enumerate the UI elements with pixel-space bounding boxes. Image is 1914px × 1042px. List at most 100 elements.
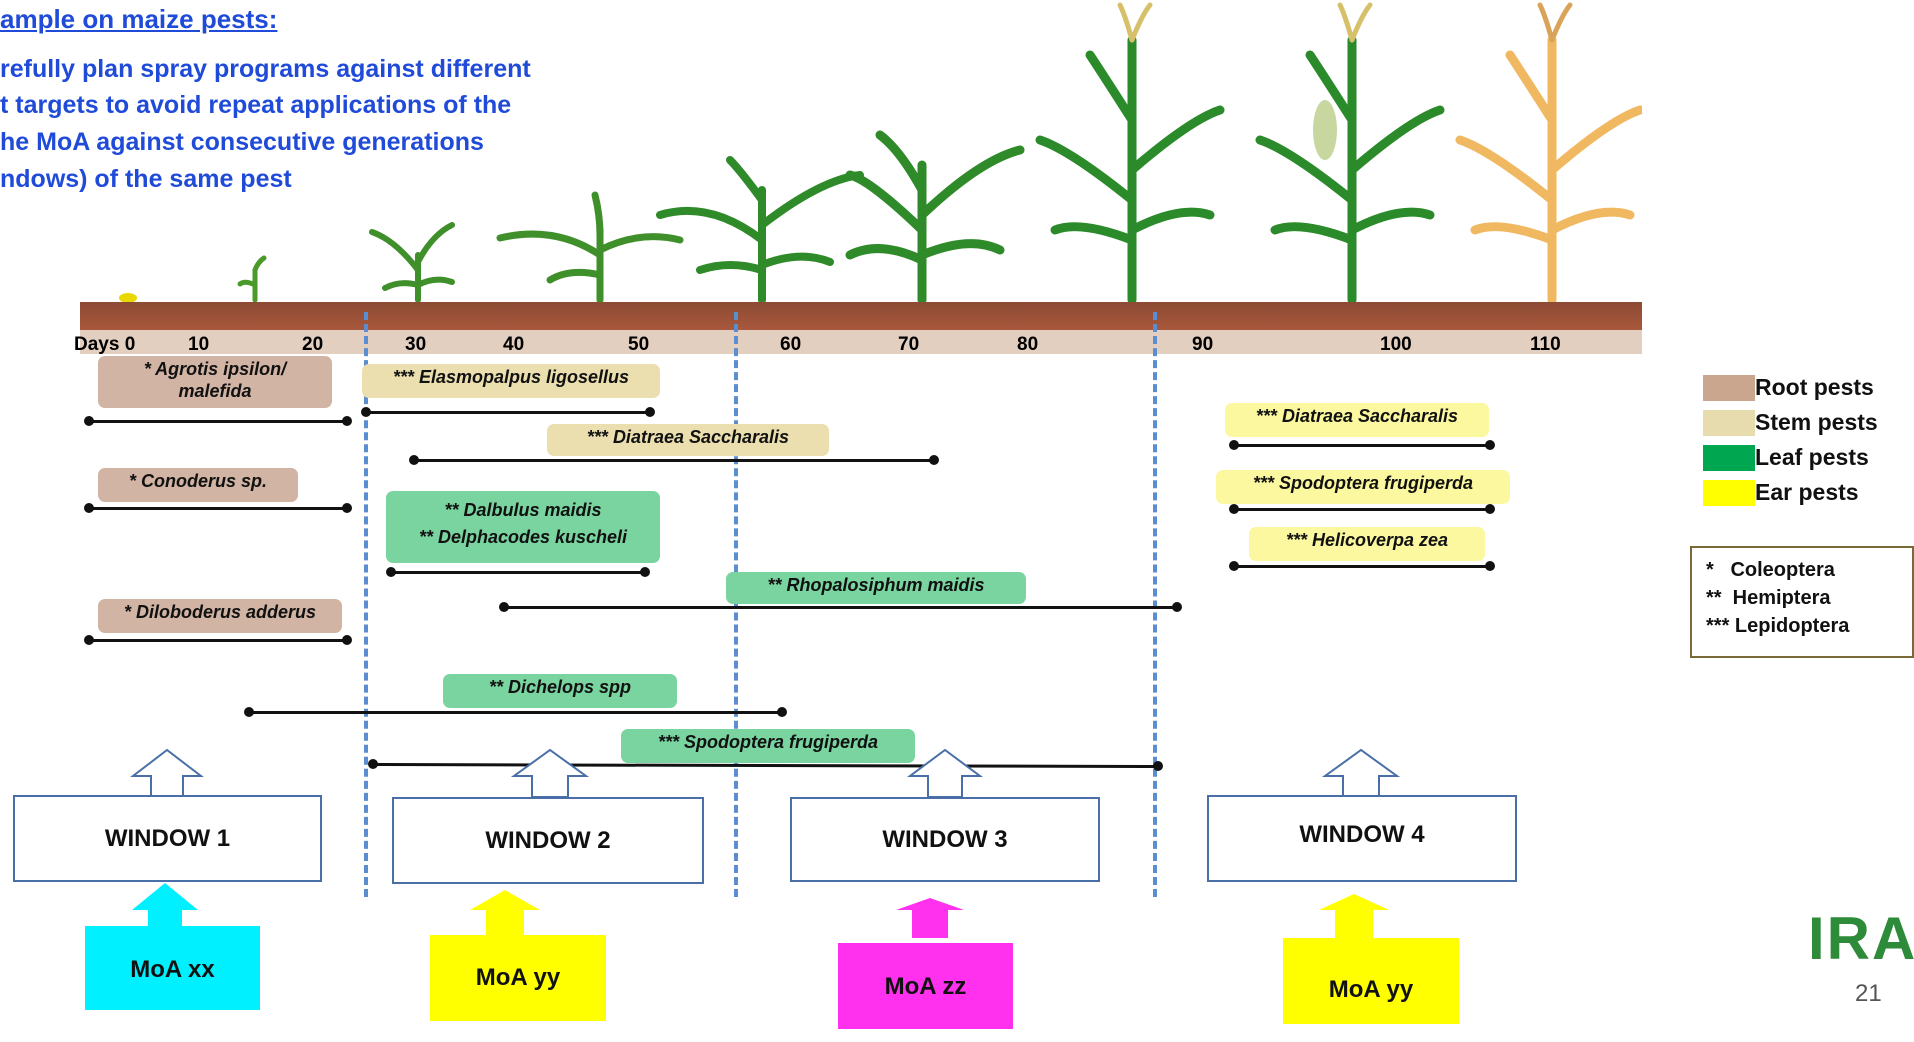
bar-endpoint [1229,504,1239,514]
bar-endpoint [1485,440,1495,450]
pest-duration-bar [391,571,645,574]
bar-endpoint [1172,602,1182,612]
order-lepidoptera: *** Lepidoptera [1706,615,1850,637]
tick-label: 30 [405,334,427,355]
moa-box-2: MoA yy [430,935,606,1021]
pest-duration-bar [504,606,1177,609]
pest-duration-bar [1234,444,1490,447]
plant-stage-8 [1455,2,1642,305]
seedling-stage-2 [369,222,455,303]
moa-arrow-icon [470,890,540,938]
window-3-arrow-icon [906,748,984,798]
bar-endpoint [361,407,371,417]
pest-duration-bar [89,639,347,642]
pest-label-conoderus: * Conoderus sp. [98,468,298,502]
window-arrows [130,748,1401,798]
pest-label-agrotis: * Agrotis ipsilon/ malefida [98,356,332,408]
tick-label: 90 [1192,334,1214,355]
tick-label: 40 [503,334,525,355]
bar-endpoint [1485,504,1495,514]
intro-line-3: he MoA against consecutive generations [0,128,484,156]
window-separator [364,312,368,897]
timeline-axis [80,330,1642,354]
moa-arrow-icon [1319,894,1389,938]
pest-duration-bar [366,411,650,414]
moa-arrow-icon [896,898,964,938]
pest-duration-bar [249,711,782,714]
legend-label-leaf: Leaf pests [1755,444,1869,470]
tick-label: 60 [780,334,802,355]
moa-arrow-icon [132,883,198,938]
bar-endpoint [342,503,352,513]
page-number: 21 [1855,980,1882,1007]
window-separator [734,312,738,897]
legend-label-stem: Stem pests [1755,409,1878,435]
intro-line-2: t targets to avoid repeat applications o… [0,91,512,119]
pest-duration-bar [414,459,934,462]
bar-endpoint [244,707,254,717]
legend-swatch-ear [1703,480,1755,506]
insect-order-key: * Coleoptera ** Hemiptera *** Lepidopter… [1690,546,1914,658]
plant-stage-6 [1035,2,1225,305]
seed-icon [119,293,137,303]
pest-duration-bar [89,507,347,510]
tick-label: 80 [1017,334,1039,355]
plant-stage-5 [845,130,1025,305]
pest-label-diatraea-ear: *** Diatraea Saccharalis [1225,403,1489,437]
bar-endpoint [1153,761,1163,771]
window-4-box: WINDOW 4 [1207,795,1517,882]
intro-line-1: refully plan spray programs against diff… [0,55,531,83]
moa-arrows [132,883,1389,938]
bar-endpoint [386,567,396,577]
pest-duration-bar [1234,508,1490,511]
plant-stage-4 [656,156,864,304]
bar-endpoint [1229,561,1239,571]
pest-label-diloboderus: * Diloboderus adderus [98,599,342,633]
pest-duration-bar [89,420,347,423]
tick-label: 20 [302,334,324,355]
bar-endpoint [342,416,352,426]
pest-label-spodoptera-ear: *** Spodoptera frugiperda [1216,470,1510,504]
window-1-arrow-icon [130,748,204,798]
irac-logo: IRA [1808,905,1914,972]
order-coleoptera: * Coleoptera [1706,559,1835,581]
window-3-box: WINDOW 3 [790,797,1100,882]
bar-endpoint [1485,561,1495,571]
pest-label-dalbulus-delphacodes: ** Dalbulus maidis ** Delphacodes kusche… [386,491,660,563]
pest-label-elasmopalpus: *** Elasmopalpus ligosellus [362,364,660,398]
bar-endpoint [1229,440,1239,450]
timeline-days-label: Days 0 [74,334,136,355]
pest-label-spodoptera: *** Spodoptera frugiperda [621,729,915,763]
intro-line-4: ndows) of the same pest [0,165,292,193]
bar-endpoint [645,407,655,417]
window-1-box: WINDOW 1 [13,795,322,882]
tick-label: 110 [1530,334,1561,355]
bar-endpoint [84,635,94,645]
bar-endpoint [409,455,419,465]
pest-label-rhopalosiphum: ** Rhopalosiphum maidis [726,572,1026,604]
tick-label: 50 [628,334,650,355]
bar-endpoint [84,503,94,513]
window-separator [1153,312,1157,897]
legend-label-root: Root pests [1755,374,1874,400]
moa-box-4: MoA yy [1283,938,1459,1024]
maize-growth-illustration [119,2,1642,305]
moa-box-3: MoA zz [838,943,1013,1029]
legend-label-ear: Ear pests [1755,479,1859,505]
order-hemiptera: ** Hemiptera [1706,587,1831,609]
window-4-arrow-icon [1321,748,1401,798]
plant-stage-7 [1255,2,1445,305]
legend-swatch-stem [1703,410,1755,436]
slide-title: ample on maize pests: [0,4,278,34]
tick-label: 100 [1380,334,1412,355]
seedling-stage-1 [237,255,267,303]
bar-endpoint [499,602,509,612]
pest-duration-bar [1234,565,1490,568]
window-2-box: WINDOW 2 [392,797,704,884]
bar-endpoint [368,759,378,769]
moa-box-1: MoA xx [85,926,260,1010]
pest-label-helicoverpa: *** Helicoverpa zea [1249,527,1485,561]
window-2-arrow-icon [510,748,590,798]
tick-label: 10 [188,334,210,355]
bar-endpoint [929,455,939,465]
